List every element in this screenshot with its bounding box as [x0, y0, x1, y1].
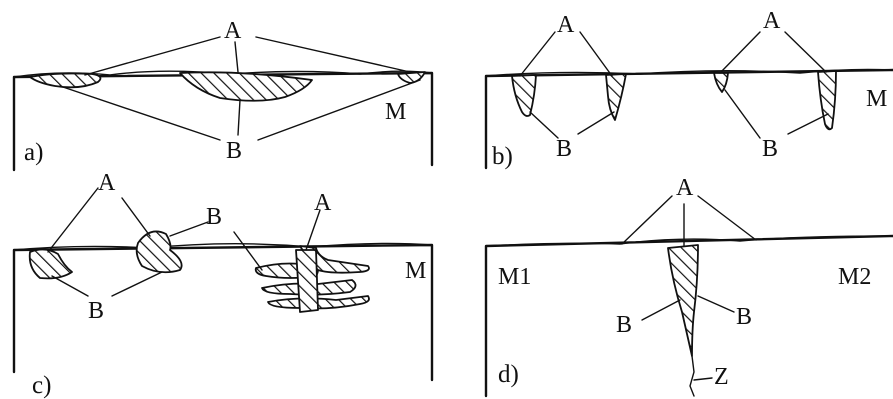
panel-b-pit-2: [605, 73, 627, 121]
panel-d-leader-a: [621, 195, 757, 247]
panel-a-caption: a): [24, 139, 43, 166]
panel-a-corrosion-2: [179, 71, 313, 102]
panel-d-label-a: A: [676, 175, 694, 201]
panel-d-crack-tip: [689, 355, 695, 397]
panel-a-leader-a: [84, 36, 411, 76]
panel-d-label-m1: M1: [498, 264, 531, 290]
panel-d-label-m2: M2: [838, 264, 871, 290]
panel-a-corrosion-1: [29, 72, 102, 89]
panel-b-leader-a2: [719, 31, 827, 74]
panel-b-pit-1: [511, 74, 537, 117]
panel-c-frame: [12, 243, 434, 382]
panel-b: A A B B M b): [484, 8, 893, 170]
panel-c-leader-b1: [169, 221, 209, 237]
panel-b-pit-3: [713, 72, 729, 93]
panel-d-caption: d): [498, 361, 519, 388]
panel-d-crack: [667, 244, 699, 357]
panel-c-label-b2: B: [88, 298, 104, 324]
panel-b-label-b1: B: [556, 136, 572, 162]
panel-d-surface: [485, 235, 893, 247]
panel-b-label-m: M: [866, 86, 887, 112]
panel-c-leader-a1: [47, 187, 151, 253]
panel-b-leader-b1: [529, 111, 615, 139]
panel-a-corrosion-3: [397, 71, 426, 84]
panel-a: A B M a): [12, 18, 434, 172]
panel-c-leader-a2: [305, 209, 321, 251]
panel-c-crack-stem: [295, 249, 319, 313]
panel-c-leader-b2: [233, 231, 263, 271]
panel-a-label-b: B: [226, 138, 242, 164]
panel-c-surface: [13, 242, 433, 251]
panel-d: A B B M1 M2 Z d): [484, 175, 893, 398]
panel-b-caption: b): [492, 143, 513, 170]
panel-c-label-a1: A: [98, 170, 116, 196]
panel-b-surface: [485, 68, 893, 77]
panel-c-label-m: M: [405, 258, 426, 284]
panel-c-label-a2: A: [314, 190, 332, 216]
panel-a-label-m: M: [385, 99, 406, 125]
panel-d-leader-z: [693, 377, 713, 381]
panel-b-label-b2: B: [762, 136, 778, 162]
panel-d-leader-b2: [697, 295, 735, 313]
panel-c: A B A B M c): [12, 170, 434, 399]
panel-a-leader-b: [59, 79, 421, 141]
panel-c-leader-b3: [51, 271, 163, 297]
panel-b-leader-b2: [724, 89, 829, 139]
panel-c-label-b1: B: [206, 204, 222, 230]
panel-d-label-b2: B: [736, 304, 752, 330]
panel-c-pit-1: [28, 248, 73, 280]
panel-c-caption: c): [32, 372, 51, 399]
panel-b-label-a1: A: [557, 12, 575, 38]
panel-d-label-z: Z: [714, 364, 729, 390]
panel-d-leader-b1: [641, 299, 681, 321]
panel-b-label-a2: A: [763, 8, 781, 34]
panel-a-label-a: A: [224, 18, 242, 44]
panel-b-leader-a1: [519, 31, 613, 77]
panel-d-label-b1: B: [616, 312, 632, 338]
panel-c-pit-2: [135, 230, 183, 274]
panel-b-pit-4: [817, 70, 837, 131]
